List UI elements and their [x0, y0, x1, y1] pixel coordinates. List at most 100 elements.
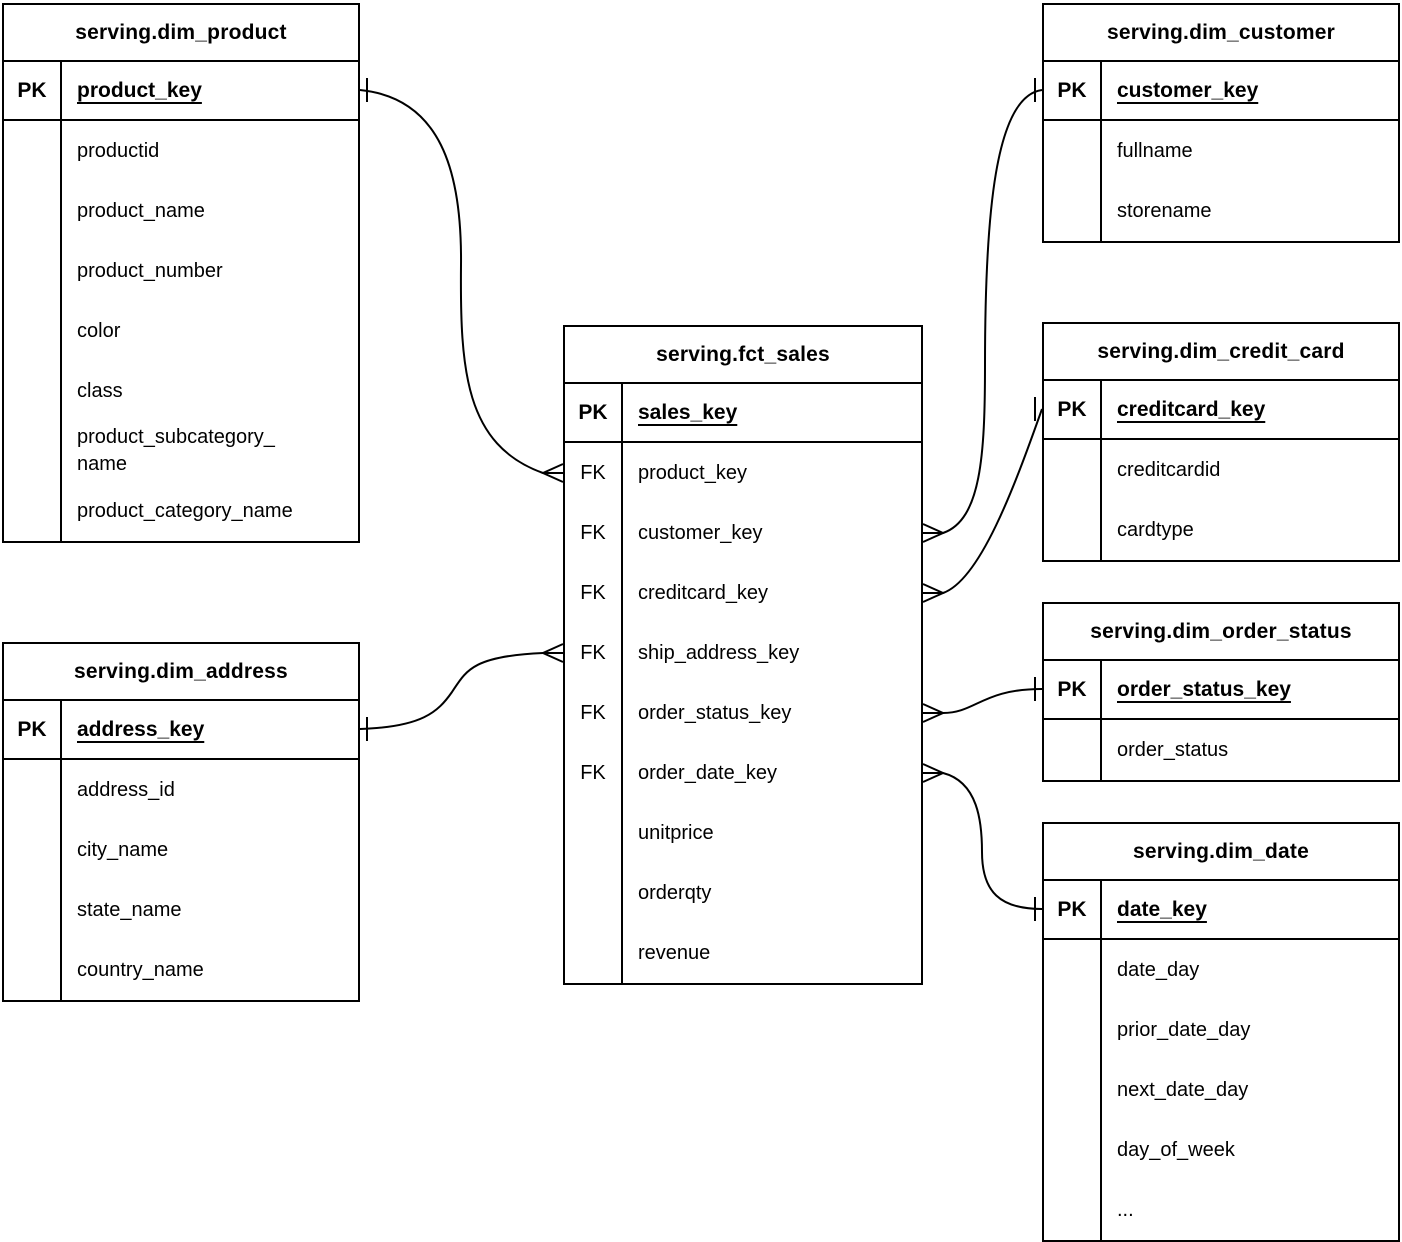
pk-tag: PK: [1044, 62, 1102, 119]
field-name: product_subcategory_ name: [77, 426, 275, 475]
field-name: city_name: [77, 838, 169, 861]
field-row: product_name: [4, 181, 358, 241]
table-dim-date: serving.dim_date PK date_key date_day pr…: [1042, 822, 1400, 1242]
table-title: serving.dim_date: [1044, 824, 1398, 881]
field-name: product_category_name: [77, 499, 293, 522]
table-title: serving.fct_sales: [565, 327, 921, 384]
table-title: serving.dim_product: [4, 5, 358, 62]
relationship-line: [942, 408, 1043, 594]
field-name: order_status_key: [638, 701, 792, 724]
field-name: customer_key: [638, 521, 763, 544]
field-tag: [4, 820, 62, 880]
relationship-line: [942, 89, 1043, 534]
pk-tag: PK: [4, 62, 62, 119]
pk-row: PK customer_key: [1044, 62, 1398, 121]
field-name: creditcardid: [1117, 458, 1221, 481]
field-row: next_date_day: [1044, 1060, 1398, 1120]
field-name: country_name: [77, 958, 204, 981]
field-tag: [565, 863, 623, 923]
field-tag: [1044, 500, 1102, 560]
field-row: product_category_name: [4, 481, 358, 541]
field-row: day_of_week: [1044, 1120, 1398, 1180]
field-row: product_number: [4, 241, 358, 301]
field-name: state_name: [77, 898, 182, 921]
field-row: unitprice: [565, 803, 921, 863]
relationship-line: [359, 89, 544, 474]
cardinality-many-crowfoot: [922, 703, 946, 723]
field-tag: [1044, 1060, 1102, 1120]
pk-row: PK date_key: [1044, 881, 1398, 940]
field-tag: FK: [565, 503, 623, 563]
field-row: order_status: [1044, 720, 1398, 780]
table-title: serving.dim_customer: [1044, 5, 1398, 62]
field-row: date_day: [1044, 940, 1398, 1000]
field-tag: [4, 940, 62, 1000]
pk-row: PK order_status_key: [1044, 661, 1398, 720]
field-name: cardtype: [1117, 518, 1194, 541]
pk-field: address_key: [77, 718, 205, 741]
cardinality-many-crowfoot: [922, 763, 946, 783]
field-tag: [4, 301, 62, 361]
table-dim-address: serving.dim_address PK address_key addre…: [2, 642, 360, 1002]
field-row: FK customer_key: [565, 503, 921, 563]
pk-row: PK sales_key: [565, 384, 921, 443]
field-tag: [4, 880, 62, 940]
field-tag: [4, 481, 62, 541]
field-row: address_id: [4, 760, 358, 820]
relationship-sales-date: [922, 763, 1043, 921]
field-tag: [4, 361, 62, 421]
field-row: revenue: [565, 923, 921, 983]
field-row: cardtype: [1044, 500, 1398, 560]
field-tag: [1044, 940, 1102, 1000]
field-row: prior_date_day: [1044, 1000, 1398, 1060]
field-name: ...: [1117, 1198, 1134, 1221]
pk-field: product_key: [77, 79, 202, 102]
table-title: serving.dim_order_status: [1044, 604, 1398, 661]
cardinality-many-crowfoot: [922, 583, 946, 603]
pk-field: sales_key: [638, 401, 738, 424]
field-tag: [1044, 121, 1102, 181]
relationship-sales-creditcard: [922, 397, 1043, 603]
field-tag: [1044, 1120, 1102, 1180]
pk-row: PK creditcard_key: [1044, 381, 1398, 440]
field-name: address_id: [77, 778, 175, 801]
field-name: fullname: [1117, 139, 1193, 162]
field-row: creditcardid: [1044, 440, 1398, 500]
field-row: class: [4, 361, 358, 421]
field-name: product_key: [638, 461, 747, 484]
pk-field: creditcard_key: [1117, 398, 1266, 421]
field-row: productid: [4, 121, 358, 181]
relationship-line: [359, 652, 544, 730]
relationship-line: [942, 688, 1043, 714]
field-name: orderqty: [638, 881, 712, 904]
field-name: storename: [1117, 199, 1212, 222]
pk-row: PK address_key: [4, 701, 358, 760]
field-tag: [1044, 1000, 1102, 1060]
table-title: serving.dim_address: [4, 644, 358, 701]
table-dim-product: serving.dim_product PK product_key produ…: [2, 3, 360, 543]
relationship-sales-customer: [922, 78, 1043, 543]
cardinality-many-crowfoot: [540, 463, 564, 483]
field-name: ship_address_key: [638, 641, 800, 664]
field-name: product_number: [77, 259, 223, 282]
cardinality-many-crowfoot: [922, 523, 946, 543]
field-tag: FK: [565, 683, 623, 743]
field-row: color: [4, 301, 358, 361]
field-name: date_day: [1117, 958, 1200, 981]
field-tag: [4, 421, 62, 481]
table-dim-customer: serving.dim_customer PK customer_key ful…: [1042, 3, 1400, 243]
table-dim-credit-card: serving.dim_credit_card PK creditcard_ke…: [1042, 322, 1400, 562]
field-tag: [4, 241, 62, 301]
relationship-line: [942, 772, 1043, 910]
field-name: unitprice: [638, 821, 714, 844]
pk-tag: PK: [4, 701, 62, 758]
field-tag: [1044, 181, 1102, 241]
pk-field: customer_key: [1117, 79, 1259, 102]
field-row: ...: [1044, 1180, 1398, 1240]
field-row: state_name: [4, 880, 358, 940]
field-name: prior_date_day: [1117, 1018, 1251, 1041]
relationship-sales-orderstatus: [922, 677, 1043, 723]
